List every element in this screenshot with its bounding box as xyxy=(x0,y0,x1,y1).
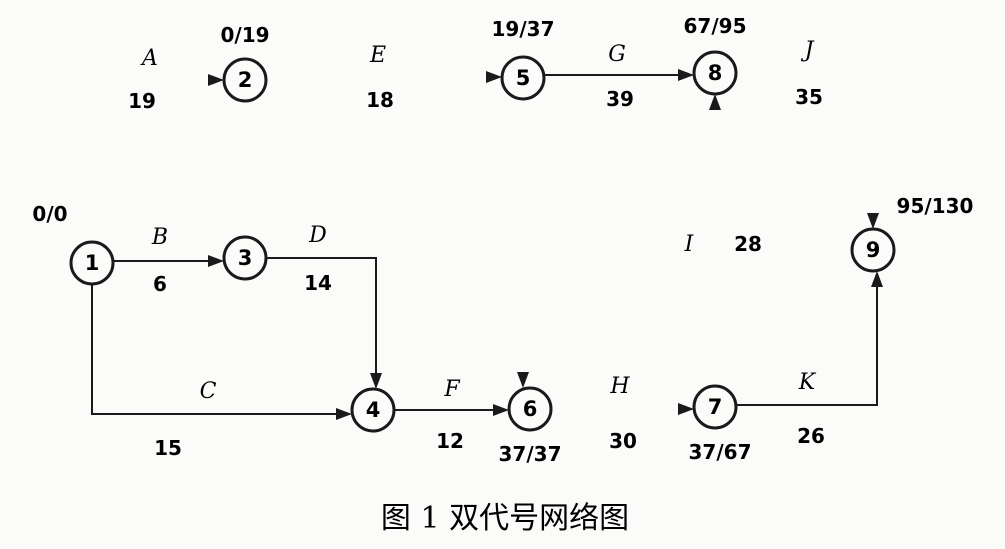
activity-C-arrow xyxy=(91,284,352,420)
activity-I-duration: 28 xyxy=(734,232,762,256)
node-3: 3 xyxy=(222,235,268,281)
activity-A-arrow-line-inner xyxy=(90,78,210,242)
activity-I-name: I xyxy=(684,232,695,257)
node-4: 4 xyxy=(350,387,396,433)
node-2-circle xyxy=(222,57,268,103)
node-1-number: 1 xyxy=(85,251,100,275)
node-4-circle xyxy=(350,387,396,433)
nodes-layer: 1 2 3 4 5 6 7 8 9 xyxy=(69,50,896,433)
activity-B-arrow-arrowhead xyxy=(208,255,224,267)
activity-E-duration: 18 xyxy=(366,88,394,112)
activity-D-arrow-arrowhead xyxy=(370,373,382,389)
activity-F-arrow-arrowhead xyxy=(493,404,509,416)
node-2: 2 xyxy=(222,57,268,103)
dummy-activity-5-6 xyxy=(517,99,529,388)
activity-G-arrow xyxy=(544,69,694,81)
activity-J-arrow xyxy=(736,71,879,229)
activity-J-arrow-line-inner xyxy=(736,71,875,215)
activity-J-name: J xyxy=(801,38,815,63)
activity-D-arrow xyxy=(266,257,382,389)
activity-J-duration: 35 xyxy=(795,85,823,109)
node-3-number: 3 xyxy=(238,246,253,270)
node-5-circle xyxy=(500,55,546,101)
activity-E-arrow xyxy=(266,71,502,83)
activity-K-arrow xyxy=(736,271,883,406)
activity-C-arrow-arrowhead xyxy=(336,408,352,420)
node-9: 9 xyxy=(850,227,896,273)
node-8-time-label: 67/95 xyxy=(684,14,747,38)
activity-C-name: C xyxy=(200,379,217,404)
activity-H-name: H xyxy=(609,374,630,399)
node-5-time-label: 19/37 xyxy=(492,17,555,41)
node-9-circle xyxy=(850,227,896,273)
activity-H-duration: 30 xyxy=(609,429,637,453)
node-6-number: 6 xyxy=(523,397,538,421)
activity-G-name: G xyxy=(608,42,626,67)
activity-B-name: B xyxy=(151,225,168,250)
activity-G-arrow-arrowhead xyxy=(678,69,694,81)
activity-G-duration: 39 xyxy=(606,87,634,111)
node-3-circle xyxy=(222,235,268,281)
activity-H-arrow-arrowhead xyxy=(678,403,694,415)
figure-caption: 图 1 双代号网络图 xyxy=(381,501,629,536)
node-6: 6 xyxy=(507,386,553,432)
activity-B-duration: 6 xyxy=(153,272,167,296)
activity-D-name: D xyxy=(308,223,327,248)
activity-A-duration: 19 xyxy=(128,89,156,113)
activity-F-name: F xyxy=(443,377,460,402)
node-8: 8 xyxy=(692,50,738,96)
node-4-number: 4 xyxy=(366,398,381,422)
activity-A-name: A xyxy=(140,46,158,71)
activity-C-duration: 15 xyxy=(154,436,182,460)
activity-A-arrow-arrowhead xyxy=(208,74,224,86)
node-1-circle xyxy=(69,240,115,286)
activity-H-arrow xyxy=(551,403,694,415)
activity-B-arrow xyxy=(113,255,224,267)
activity-D-arrow-line xyxy=(266,257,377,375)
node-1: 1 xyxy=(69,240,115,286)
node-5-number: 5 xyxy=(516,66,531,90)
dummy-activity-5-6-arrowhead xyxy=(517,372,529,388)
node-9-number: 9 xyxy=(866,238,881,262)
node-7-circle xyxy=(692,384,738,430)
node-6-circle xyxy=(507,386,553,432)
activity-A-arrow xyxy=(90,74,224,242)
edges-layer xyxy=(90,69,883,420)
activity-K-arrow-arrowhead xyxy=(871,271,883,287)
activity-F-arrow xyxy=(394,404,509,416)
node-5: 5 xyxy=(500,55,546,101)
activity-K-arrow-line xyxy=(736,285,878,406)
activity-C-arrow-line xyxy=(91,284,338,415)
activity-K-duration: 26 xyxy=(797,424,825,448)
activity-I-arrow xyxy=(709,94,721,386)
node-8-number: 8 xyxy=(708,61,723,85)
activity-D-duration: 14 xyxy=(304,271,332,295)
activity-E-name: E xyxy=(369,43,386,68)
activity-I-arrow-arrowhead xyxy=(709,94,721,110)
node-6-time-label: 37/37 xyxy=(499,442,562,466)
activity-E-arrow-arrowhead xyxy=(486,71,502,83)
node-7-time-label: 37/67 xyxy=(689,440,752,464)
node-2-time-label: 0/19 xyxy=(220,23,269,47)
activity-J-arrow-arrowhead xyxy=(867,213,879,229)
node-8-circle xyxy=(692,50,738,96)
node-1-time-label: 0/0 xyxy=(32,202,67,226)
node-7: 7 xyxy=(692,384,738,430)
node-7-number: 7 xyxy=(708,395,723,419)
node-9-time-label: 95/130 xyxy=(897,194,974,218)
node-2-number: 2 xyxy=(238,68,253,92)
activity-K-name: K xyxy=(798,370,817,395)
activity-F-duration: 12 xyxy=(436,429,464,453)
